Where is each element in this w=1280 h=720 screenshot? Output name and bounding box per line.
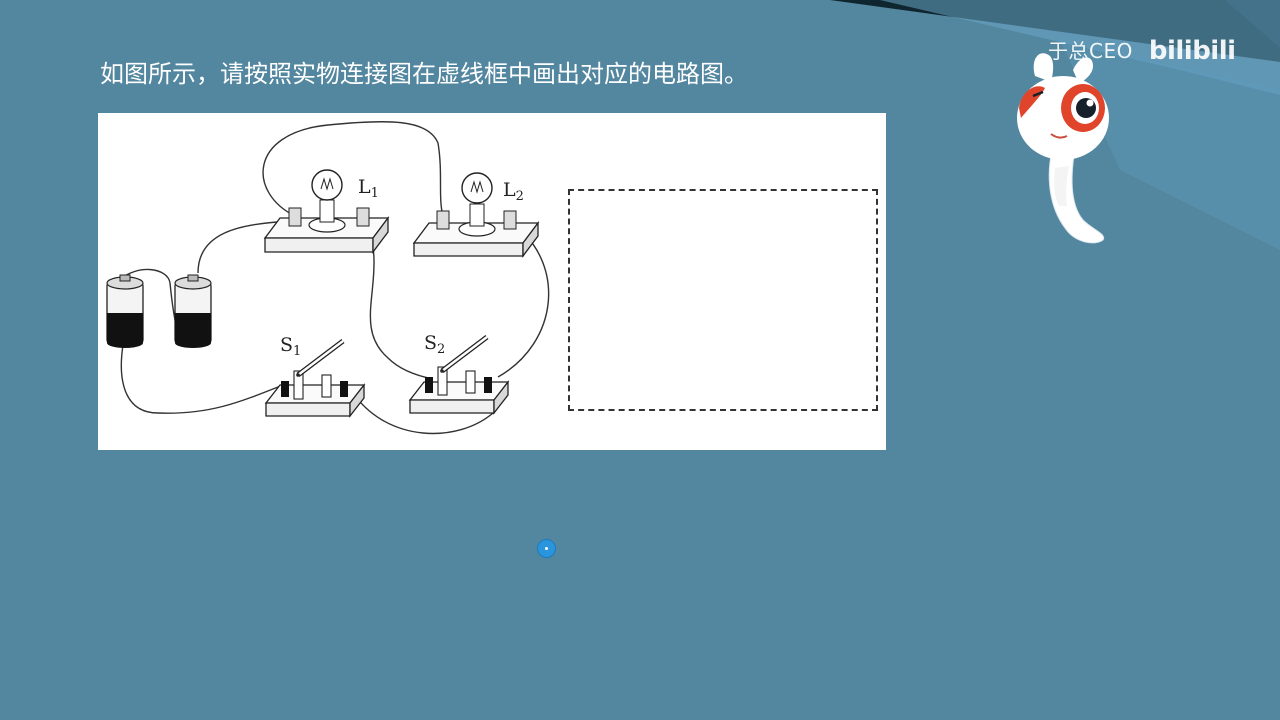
wire-l1-to-l2 — [262, 120, 444, 217]
switch-s2-icon — [408, 335, 510, 415]
circuit-figure: L1 L2 S1 S2 — [98, 113, 886, 450]
switch-s2-label: S2 — [424, 332, 445, 357]
switch-s1-icon — [264, 339, 366, 418]
circuit-drawing: L1 L2 S1 S2 — [106, 120, 550, 435]
channel-watermark: 于总CEO bilibili — [1048, 34, 1236, 68]
bilibili-logo: bilibili — [1148, 36, 1236, 66]
pointer-cursor-icon — [537, 539, 556, 558]
wire-battery-to-s1 — [120, 344, 284, 414]
cursor-center-dot — [545, 547, 548, 550]
lamp-l2-icon — [412, 172, 540, 258]
switch-s1-label: S1 — [280, 334, 301, 359]
answer-drawing-box[interactable] — [568, 189, 878, 411]
bilibili-mascot-icon — [1017, 53, 1109, 244]
battery-icon — [106, 274, 212, 348]
lamp-l1-label: L1 — [358, 176, 379, 201]
lamp-l2-label: L2 — [503, 179, 524, 204]
wire-l1-to-s2 — [362, 215, 434, 380]
watermark-author: 于总CEO — [1048, 39, 1133, 63]
question-text: 如图所示，请按照实物连接图在虚线框中画出对应的电路图。 — [100, 60, 748, 88]
lamp-l1-icon — [263, 169, 390, 254]
